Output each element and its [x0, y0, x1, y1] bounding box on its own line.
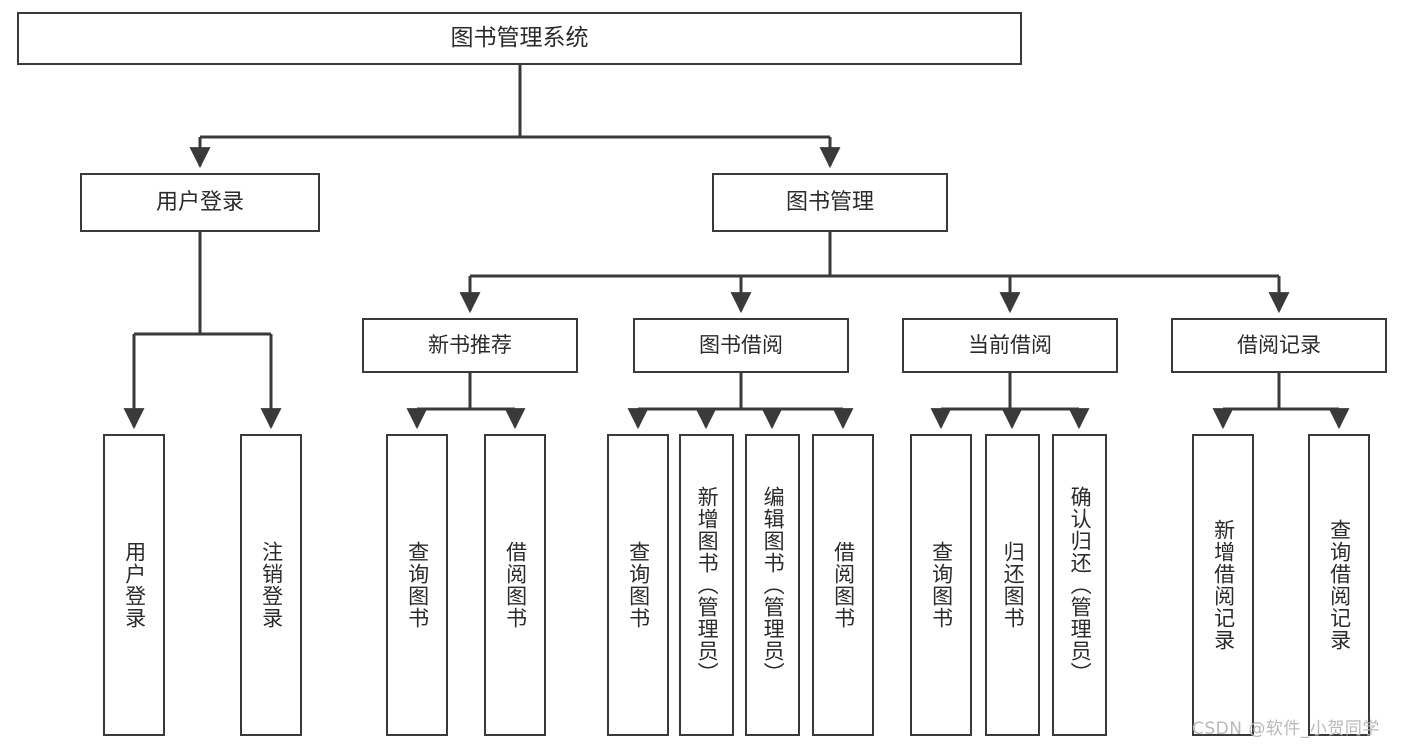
- node-book-borrow[interactable]: 图书借阅: [633, 318, 849, 373]
- node-label-leaf-logout: 注销登录: [259, 541, 284, 629]
- node-label-leaf-borrow-book-rec: 借阅图书: [503, 541, 528, 629]
- node-label-book-borrow: 图书借阅: [699, 333, 783, 358]
- node-label-borrow-record: 借阅记录: [1237, 333, 1321, 358]
- node-label-leaf-query-borrow-record: 查询借阅记录: [1327, 519, 1352, 651]
- node-leaf-query-book-current[interactable]: 查询图书: [910, 434, 972, 736]
- node-current-borrow[interactable]: 当前借阅: [902, 318, 1118, 373]
- node-leaf-edit-book-admin[interactable]: 编辑图书（管理员）: [745, 434, 800, 736]
- node-label-current-borrow: 当前借阅: [968, 333, 1052, 358]
- node-label-leaf-query-book-current: 查询图书: [929, 541, 954, 629]
- node-leaf-add-borrow-record[interactable]: 新增借阅记录: [1192, 434, 1254, 736]
- node-leaf-query-book-borrow[interactable]: 查询图书: [607, 434, 669, 736]
- node-user-login[interactable]: 用户登录: [80, 173, 320, 232]
- node-label-leaf-user-login: 用户登录: [122, 541, 147, 629]
- node-leaf-user-login[interactable]: 用户登录: [103, 434, 165, 736]
- node-leaf-logout[interactable]: 注销登录: [240, 434, 302, 736]
- node-root[interactable]: 图书管理系统: [17, 12, 1022, 65]
- node-leaf-borrow-book-rec[interactable]: 借阅图书: [484, 434, 546, 736]
- watermark: CSDN @软件_小贺同学: [1192, 719, 1380, 739]
- node-book-manage[interactable]: 图书管理: [712, 173, 948, 232]
- node-label-leaf-query-book-borrow: 查询图书: [626, 541, 651, 629]
- node-label-leaf-return-book: 归还图书: [1001, 541, 1026, 629]
- node-label-book-manage: 图书管理: [785, 189, 874, 215]
- node-leaf-confirm-return-admin[interactable]: 确认归还（管理员）: [1052, 434, 1107, 736]
- node-new-book-recommend[interactable]: 新书推荐: [362, 318, 578, 373]
- node-leaf-query-borrow-record[interactable]: 查询借阅记录: [1308, 434, 1370, 736]
- node-leaf-borrow-book[interactable]: 借阅图书: [812, 434, 874, 736]
- node-label-leaf-query-book-rec: 查询图书: [405, 541, 430, 629]
- node-leaf-add-book-admin[interactable]: 新增图书（管理员）: [679, 434, 734, 736]
- node-borrow-record[interactable]: 借阅记录: [1171, 318, 1387, 373]
- node-label-leaf-edit-book-admin: 编辑图书（管理员）: [761, 486, 786, 684]
- node-label-leaf-borrow-book: 借阅图书: [831, 541, 856, 629]
- node-label-leaf-add-borrow-record: 新增借阅记录: [1211, 519, 1236, 651]
- node-leaf-return-book[interactable]: 归还图书: [985, 434, 1040, 736]
- node-leaf-query-book-rec[interactable]: 查询图书: [386, 434, 448, 736]
- node-label-leaf-add-book-admin: 新增图书（管理员）: [695, 486, 720, 684]
- node-label-leaf-confirm-return-admin: 确认归还（管理员）: [1068, 486, 1093, 684]
- node-label-user-login: 用户登录: [155, 189, 244, 215]
- node-label-root: 图书管理系统: [450, 24, 589, 51]
- node-label-new-book-recommend: 新书推荐: [428, 333, 512, 358]
